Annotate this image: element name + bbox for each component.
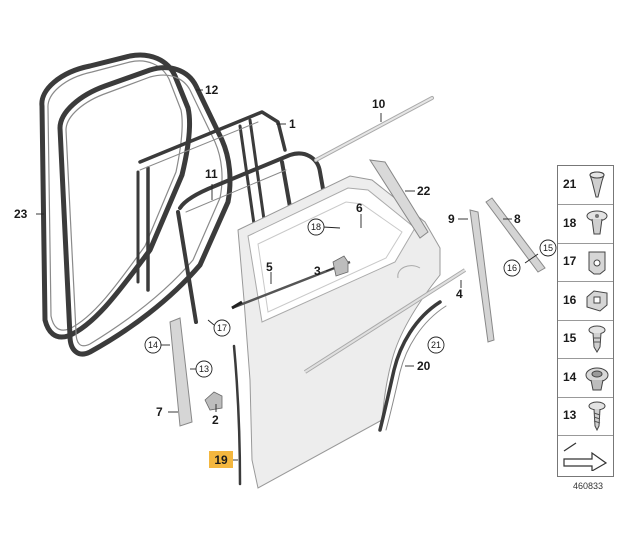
part-3-bracket <box>332 255 349 277</box>
part-8-pillar-trim <box>485 197 546 273</box>
callout-18: 18 <box>307 218 325 236</box>
legend-item-14: 14 <box>558 359 613 398</box>
svg-text:15: 15 <box>543 243 553 253</box>
callout-labels: 23 12 1 11 10 22 9 8 4 6 5 3 20 7 2 18 1… <box>14 83 557 468</box>
callout-16: 16 <box>503 259 521 277</box>
callout-7: 7 <box>156 405 163 419</box>
part-22-trim <box>368 159 429 239</box>
svg-text:16: 16 <box>507 263 517 273</box>
callout-1: 1 <box>289 117 296 131</box>
svg-text:21: 21 <box>431 340 441 350</box>
part-19-door-seal-strip <box>232 344 242 486</box>
callout-11: 11 <box>205 167 218 181</box>
callout-6: 6 <box>356 201 363 215</box>
legend-item-15: 15 <box>558 320 613 359</box>
part-9-pillar-strip <box>469 209 495 343</box>
reference-number: 460833 <box>573 481 604 491</box>
svg-text:13: 13 <box>199 364 209 374</box>
retaining-clip-icon <box>584 285 610 317</box>
legend-item-number: 16 <box>563 292 577 307</box>
arrow-symbol-icon <box>562 439 608 472</box>
svg-text:14: 14 <box>148 340 158 350</box>
legend-item-number: 14 <box>563 369 577 384</box>
self-tapping-screw-icon <box>584 400 610 432</box>
legend-item-number: 15 <box>563 331 577 345</box>
part-1-window-channel <box>136 110 287 292</box>
callout-15: 15 <box>539 239 557 257</box>
callout-22: 22 <box>417 184 431 198</box>
callout-17: 17 <box>213 319 231 337</box>
callout-2: 2 <box>212 413 219 427</box>
callout-12: 12 <box>205 83 219 97</box>
legend-item-13: 13 <box>558 397 613 436</box>
callout-13: 13 <box>195 360 213 378</box>
part-2-bracket <box>204 391 223 411</box>
legend-item-symbol <box>558 436 613 474</box>
svg-text:18: 18 <box>311 222 321 232</box>
legend-item-number: 21 <box>563 177 577 191</box>
legend-item-17: 17 <box>558 243 613 282</box>
callout-5: 5 <box>266 260 273 274</box>
spring-nut-icon <box>584 246 610 278</box>
callout-21: 21 <box>427 336 445 354</box>
callout-14: 14 <box>144 336 162 354</box>
fastener-legend-panel: 21 18 17 16 15 14 13 <box>557 165 614 477</box>
callout-19-highlighted: 19 <box>209 451 233 468</box>
expanding-rivet-icon <box>584 208 610 240</box>
screw-clip-icon <box>584 323 610 355</box>
svg-text:19: 19 <box>214 453 228 467</box>
leader-lines <box>36 89 539 461</box>
legend-item-16: 16 <box>558 282 613 321</box>
door-shell <box>237 175 467 489</box>
callout-20: 20 <box>417 359 431 373</box>
legend-item-18: 18 <box>558 205 613 244</box>
legend-item-21: 21 <box>558 166 613 205</box>
callout-4: 4 <box>456 287 463 301</box>
callout-23: 23 <box>14 207 28 221</box>
grommet-nut-icon <box>584 362 610 394</box>
part-10-trim-strip <box>314 96 434 162</box>
legend-item-number: 17 <box>563 254 577 268</box>
callout-8: 8 <box>514 212 521 226</box>
callout-9: 9 <box>448 212 455 226</box>
legend-item-number: 18 <box>563 215 577 230</box>
callout-10: 10 <box>372 97 386 111</box>
part-20-wheel-arch-seal <box>378 300 447 432</box>
legend-item-number: 13 <box>563 408 577 422</box>
part-12-seal <box>57 65 233 357</box>
callout-3: 3 <box>314 264 321 278</box>
clip-icon <box>584 169 610 201</box>
svg-text:17: 17 <box>217 323 227 333</box>
part-7-pillar-cover <box>169 317 193 427</box>
